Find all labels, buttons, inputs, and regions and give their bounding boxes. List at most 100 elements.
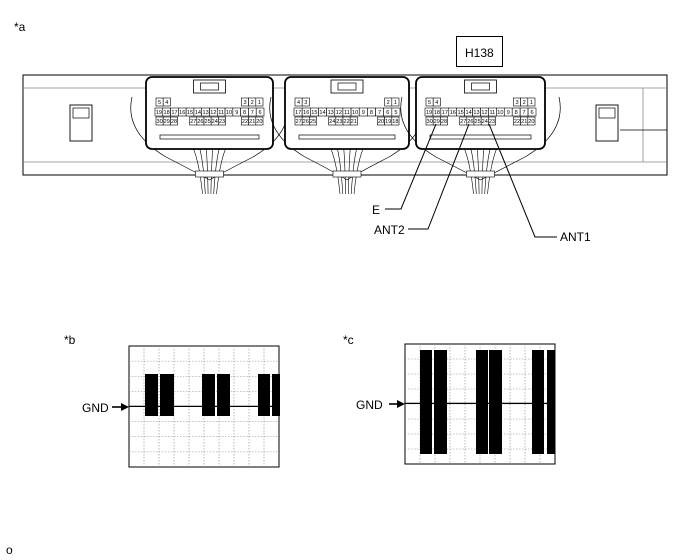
pin-number: 22 [343, 119, 349, 125]
harness-wire [464, 148, 474, 195]
pin-number: 27 [460, 119, 466, 125]
pin-cell [301, 97, 310, 107]
leader-e [385, 123, 437, 210]
harness-wire [481, 148, 484, 195]
view-label-c: *c [343, 333, 354, 347]
pin-number: 5 [158, 100, 161, 106]
harness-wire [193, 148, 203, 195]
pin-number: 15 [458, 110, 464, 116]
pin-number: 12 [481, 110, 487, 116]
pin-cell [349, 116, 358, 126]
pin-number: 10 [226, 110, 232, 116]
pin-cell [391, 107, 401, 117]
pin-number: 15 [311, 110, 317, 116]
pin-number: 4 [297, 100, 300, 106]
pin-number: 10 [497, 110, 503, 116]
pin-number: 7 [251, 110, 254, 116]
pin-number: 25 [204, 119, 210, 125]
scope-c-burst [420, 350, 432, 454]
pin-number: 1 [258, 100, 261, 106]
pin-number: 21 [249, 119, 255, 125]
scope-c-burst [532, 350, 544, 454]
pin-number: 14 [465, 110, 471, 116]
pin-number: 28 [171, 119, 177, 125]
pin-cell [255, 97, 264, 107]
pin-number: 17 [171, 110, 177, 116]
pin-cell [218, 116, 226, 126]
pin-number: 23 [489, 119, 495, 125]
side-clip-slot [598, 107, 616, 119]
pin-number: 3 [243, 100, 246, 106]
pin-number: 18 [392, 119, 398, 125]
pin-number: 15 [187, 110, 193, 116]
scope-b-burst [160, 374, 174, 416]
pin-number: 6 [259, 110, 262, 116]
pin-number: 22 [242, 119, 248, 125]
pin-cell [527, 107, 537, 117]
connector-key-slot [298, 134, 396, 140]
pin-cell [162, 97, 171, 107]
pin-number: 4 [435, 100, 438, 106]
harness-wire [487, 148, 497, 195]
scope-b-burst [272, 374, 280, 416]
pin-number: 20 [256, 119, 262, 125]
pin-number: 5 [428, 100, 431, 106]
pin-cell [527, 116, 536, 126]
connector-id-box: H138 [456, 36, 503, 67]
scope-c-burst [434, 350, 447, 454]
pin-number: 8 [243, 110, 246, 116]
pin-number: 29 [434, 119, 440, 125]
pin-cell [309, 116, 317, 126]
gnd-label-c: GND [356, 398, 383, 412]
scope-b-burst [258, 374, 270, 416]
pin-number: 19 [156, 110, 162, 116]
pin-number: 24 [212, 119, 218, 125]
harness-wire [213, 148, 220, 195]
pin-number: 2 [251, 100, 254, 106]
pin-number: 1 [530, 100, 533, 106]
pin-label-e: E [372, 203, 381, 217]
side-clip [69, 104, 93, 142]
scope-b-burst [217, 374, 230, 416]
pin-number: 16 [450, 110, 456, 116]
pin-number: 16 [303, 110, 309, 116]
pin-number: 14 [195, 110, 201, 116]
pin-number: 17 [442, 110, 448, 116]
pin-number: 29 [164, 119, 170, 125]
pin-number: 4 [165, 100, 168, 106]
pin-number: 11 [218, 110, 224, 116]
connector-latch-inner [200, 82, 219, 91]
pin-number: 26 [197, 119, 203, 125]
pin-number: 16 [179, 110, 185, 116]
scope-c-burst [489, 350, 502, 454]
pin-number: 10 [352, 110, 358, 116]
pin-number: 20 [528, 119, 534, 125]
leader-ant1 [488, 123, 557, 238]
pin-number: 26 [303, 119, 309, 125]
harness-band [466, 170, 495, 178]
harness-wire [350, 148, 357, 195]
pin-number: 30 [156, 119, 162, 125]
harness-wire [353, 148, 364, 195]
pin-number: 14 [319, 110, 325, 116]
harness-wire [484, 148, 491, 195]
pin-number: 2 [523, 100, 526, 106]
scope-b-burst [145, 374, 158, 416]
side-clip-slot [72, 107, 90, 119]
pin-number: 24 [482, 119, 488, 125]
harness-band [195, 170, 224, 178]
pin-number: 12 [336, 110, 342, 116]
pin-label-ant1: ANT1 [560, 230, 591, 244]
leader-ant2 [408, 123, 470, 230]
pin-number: 20 [378, 119, 384, 125]
pin-number: 5 [394, 110, 397, 116]
harness-wire [477, 148, 480, 195]
pin-cell [170, 116, 178, 126]
pin-number: 18 [164, 110, 170, 116]
side-clip [595, 104, 619, 142]
gnd-label-b: GND [82, 401, 109, 415]
harness-wire [330, 148, 341, 195]
harness-wire [470, 148, 477, 195]
harness-wire [210, 148, 213, 195]
